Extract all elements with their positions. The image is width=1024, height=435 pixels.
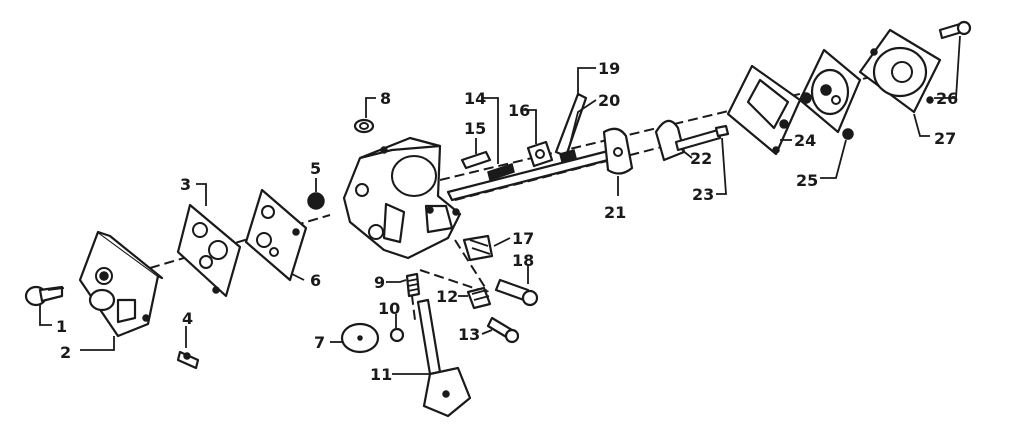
callout-6: 6 (310, 271, 321, 290)
callout-8: 8 (380, 89, 391, 108)
part-14-spring (487, 163, 515, 181)
callout-19: 19 (598, 59, 620, 78)
callout-2: 2 (60, 343, 71, 362)
part-23-pin (714, 124, 730, 138)
callout-7: 7 (314, 333, 325, 352)
part-17-spring (462, 234, 494, 262)
callout-15: 15 (464, 119, 486, 138)
callout-12: 12 (436, 287, 458, 306)
part-7-disc (340, 322, 380, 354)
part-26-screw (938, 20, 972, 40)
carburetor-body (342, 136, 462, 260)
part-10-pin (389, 327, 405, 343)
part-5-screen (307, 192, 325, 210)
callout-21: 21 (604, 203, 626, 222)
part-2-pump-cover (78, 230, 164, 338)
part-22-lever (654, 119, 722, 162)
part-24-gasket (726, 64, 802, 156)
part-27-cover (858, 28, 942, 114)
callout-26: 26 (936, 89, 958, 108)
callout-labels: 1 2 3 4 5 6 7 8 9 10 11 12 13 14 15 16 1… (56, 59, 958, 384)
callout-18: 18 (512, 251, 534, 270)
callout-22: 22 (690, 149, 712, 168)
part-8-plug (353, 118, 375, 134)
callout-4: 4 (182, 309, 193, 328)
part-4-screw (176, 350, 200, 370)
part-18-screw (494, 278, 539, 307)
part-9-spring (405, 272, 421, 298)
callout-27: 27 (934, 129, 956, 148)
part-13-screw (486, 316, 520, 344)
part-21-plate (602, 127, 634, 175)
callout-3: 3 (180, 175, 191, 194)
part-3-gasket (176, 203, 242, 298)
callout-16: 16 (508, 101, 530, 120)
part-25-pump (798, 48, 862, 140)
callout-11: 11 (370, 365, 392, 384)
callout-leaders (39, 35, 961, 375)
callout-13: 13 (458, 325, 480, 344)
callout-1: 1 (56, 317, 67, 336)
part-12-spring (466, 286, 492, 310)
part-11-lever (416, 298, 472, 418)
part-16-throttle-arm (526, 140, 554, 168)
callout-14: 14 (464, 89, 486, 108)
part-19-lever-rod (554, 92, 588, 158)
callout-17: 17 (512, 229, 534, 248)
callout-10: 10 (378, 299, 400, 318)
callout-9: 9 (374, 273, 385, 292)
part-1-screw (24, 285, 65, 307)
part-20-screw (559, 149, 577, 163)
callout-24: 24 (794, 131, 816, 150)
callout-20: 20 (598, 91, 620, 110)
callout-23: 23 (692, 185, 714, 204)
callout-5: 5 (310, 159, 321, 178)
part-6-diaphragm (244, 188, 308, 282)
part-15-clip (460, 150, 492, 170)
callout-25: 25 (796, 171, 818, 190)
